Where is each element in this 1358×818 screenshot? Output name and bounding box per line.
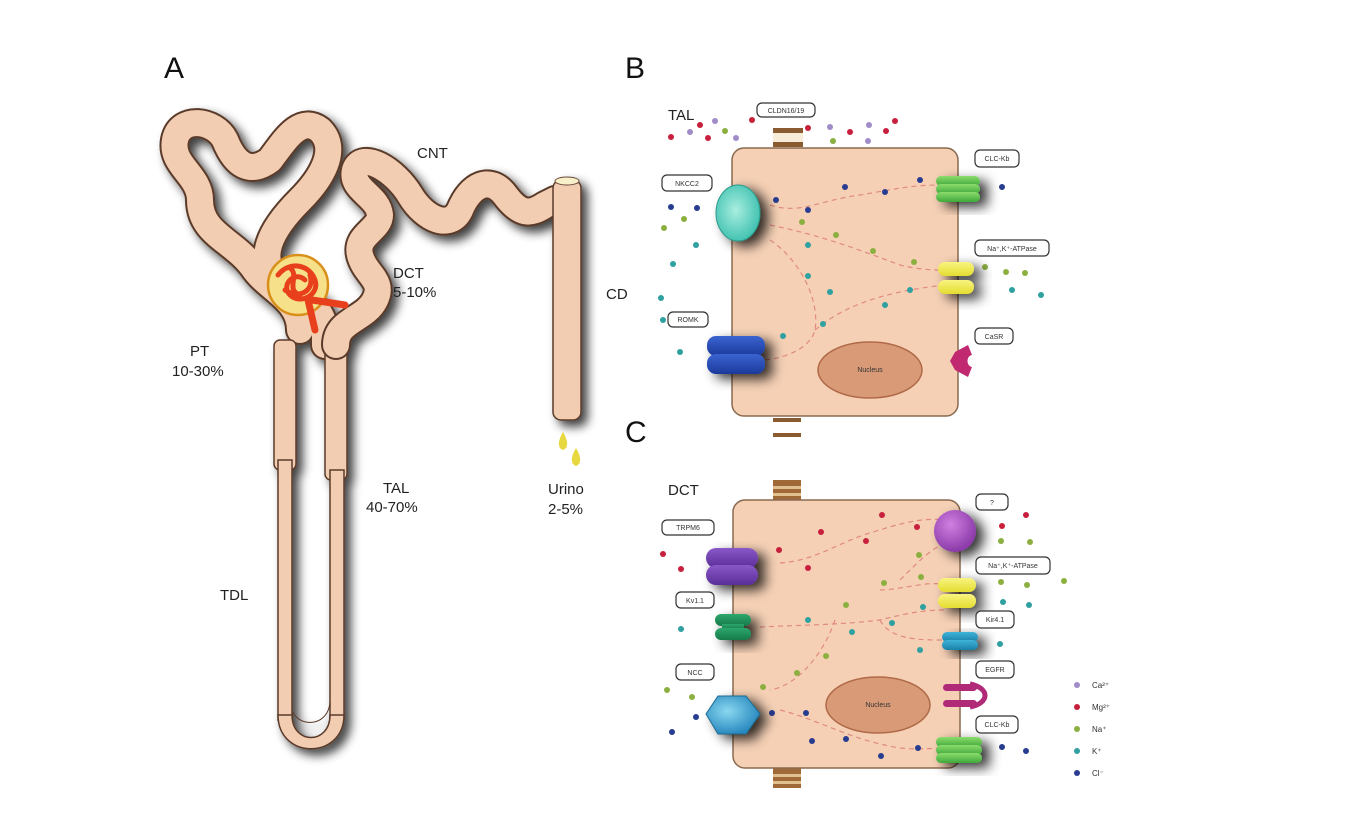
- label-box-ncc: NCC: [675, 663, 715, 681]
- label-box-egfr: EGFR: [975, 660, 1015, 679]
- glomerulus: [266, 253, 349, 334]
- legend-swatch: [1074, 726, 1080, 732]
- kir41-channel: [942, 632, 978, 650]
- panel-c: C DCT Nucleus: [625, 416, 1067, 788]
- ncc-transporter: [705, 695, 761, 735]
- tight-junction-icon: [773, 128, 803, 437]
- svg-text:Kv1.1: Kv1.1: [686, 598, 704, 605]
- label-box-atpase: Na⁺,K⁺-ATPase: [974, 239, 1050, 257]
- panel-a: A CNT: [159, 52, 628, 750]
- svg-text:ROMK: ROMK: [678, 317, 699, 324]
- nephron-tubule: [159, 108, 582, 750]
- legend-item: K⁺: [1074, 747, 1102, 756]
- legend-item: Na⁺: [1074, 725, 1106, 734]
- clc-kb-channel-b: [936, 176, 980, 202]
- na-k-atpase-c: [938, 578, 976, 608]
- panel-c-segment: DCT: [668, 482, 699, 499]
- ions-b: [658, 117, 1044, 355]
- label-box-atpase-c: Na⁺,K⁺-ATPase: [975, 556, 1051, 575]
- label-dct: DCT: [393, 265, 424, 282]
- svg-text:CaSR: CaSR: [985, 334, 1004, 341]
- clc-kb-channel-c: [936, 737, 982, 763]
- label-box-nkcc2: NKCC2: [661, 174, 713, 192]
- nucleus-c-label: Nucleus: [865, 702, 891, 709]
- legend-label: Cl⁻: [1092, 769, 1104, 778]
- svg-text:Na⁺,K⁺-ATPase: Na⁺,K⁺-ATPase: [988, 563, 1038, 570]
- label-urine-percent: 2-5%: [548, 501, 583, 518]
- urine-drops-icon: [558, 432, 581, 466]
- label-tdl: TDL: [220, 587, 248, 604]
- ions-c: [660, 512, 1067, 759]
- label-box-romk: ROMK: [667, 311, 709, 328]
- legend-swatch: [1074, 770, 1080, 776]
- label-tal-percent: 40-70%: [366, 499, 418, 516]
- panel-c-letter: C: [625, 416, 647, 449]
- legend-swatch: [1074, 682, 1080, 688]
- tight-junction-c-icon: [773, 480, 801, 788]
- label-cnt: CNT: [417, 145, 448, 162]
- label-box-trpm6: TRPM6: [661, 519, 715, 536]
- label-pt: PT: [190, 343, 209, 360]
- svg-text:CLC-Kb: CLC-Kb: [985, 722, 1010, 729]
- trpm6-channel: [706, 548, 758, 585]
- legend-item: Ca²⁺: [1074, 681, 1109, 690]
- legend-label: Na⁺: [1092, 725, 1106, 734]
- legend-label: Mg²⁺: [1092, 703, 1110, 712]
- label-pt-percent: 10-30%: [172, 363, 224, 380]
- ion-paths-c: [759, 518, 946, 750]
- panel-b-segment: TAL: [668, 107, 694, 124]
- kv11-channel: [715, 614, 751, 640]
- nkcc2-transporter: [715, 184, 761, 242]
- panel-b-letter: B: [625, 52, 645, 85]
- legend-item: Cl⁻: [1074, 769, 1104, 778]
- egfr-receptor: [943, 681, 988, 710]
- label-box-clc-kb: CLC-Kb: [974, 149, 1020, 168]
- label-box-kir41: Kir4.1: [975, 610, 1015, 629]
- svg-text:Na⁺,K⁺-ATPase: Na⁺,K⁺-ATPase: [987, 246, 1037, 253]
- ion-paths: [759, 184, 946, 361]
- svg-text:EGFR: EGFR: [985, 667, 1004, 674]
- casr-receptor: [950, 345, 972, 377]
- svg-text:Kir4.1: Kir4.1: [986, 617, 1004, 624]
- na-k-atpase-b: [938, 262, 974, 294]
- svg-text:?: ?: [990, 500, 994, 507]
- nucleus-label: Nucleus: [857, 367, 883, 374]
- label-box-kv11: Kv1.1: [675, 591, 715, 609]
- legend-label: K⁺: [1092, 747, 1102, 756]
- svg-text:CLDN16/19: CLDN16/19: [768, 108, 805, 115]
- legend-swatch: [1074, 748, 1080, 754]
- label-cd: CD: [606, 286, 628, 303]
- svg-text:NCC: NCC: [687, 670, 702, 677]
- label-box-claudin: CLDN16/19: [756, 102, 816, 118]
- label-dct-percent: 5-10%: [393, 284, 436, 301]
- legend-label: Ca²⁺: [1092, 681, 1109, 690]
- romk-channel: [707, 336, 765, 374]
- unknown-channel: [934, 510, 976, 552]
- label-urine: Urino: [548, 481, 584, 498]
- legend-item: Mg²⁺: [1074, 703, 1110, 712]
- nucleus-c: [825, 676, 931, 734]
- panel-b: B TAL Nucleus: [625, 52, 1050, 437]
- svg-text:CLC-Kb: CLC-Kb: [985, 156, 1010, 163]
- ion-legend: Ca²⁺ Mg²⁺ Na⁺ K⁺ Cl⁻: [1074, 681, 1110, 778]
- label-box-clc-kb-c: CLC-Kb: [975, 715, 1019, 734]
- label-tal: TAL: [383, 480, 409, 497]
- label-box-unknown: ?: [975, 493, 1009, 511]
- svg-text:TRPM6: TRPM6: [676, 525, 700, 532]
- nucleus: [817, 341, 923, 399]
- label-box-casr: CaSR: [974, 327, 1014, 345]
- panel-a-letter: A: [164, 52, 184, 85]
- svg-text:NKCC2: NKCC2: [675, 181, 699, 188]
- legend-swatch: [1074, 704, 1080, 710]
